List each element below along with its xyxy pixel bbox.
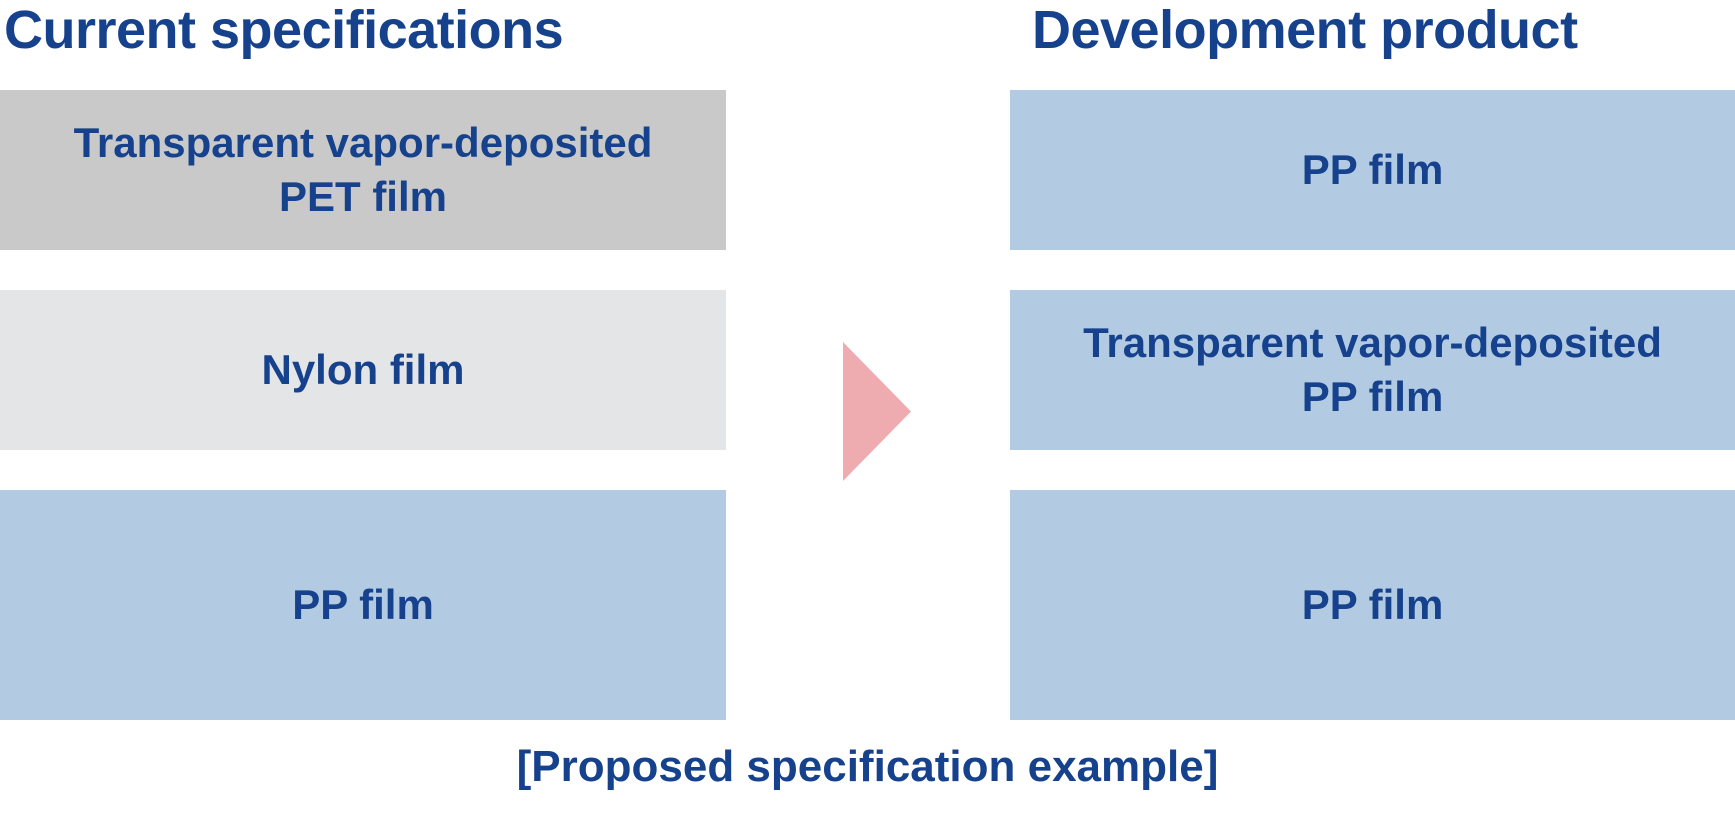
layer-label: PP film (1301, 581, 1444, 629)
layer-stack-development-product: PP film Transparent vapor-deposited PP f… (1010, 90, 1735, 720)
layer-label: Nylon film (261, 346, 465, 394)
layer-development-2-transparent-vapor-deposited-pp-film: Transparent vapor-deposited PP film (1010, 290, 1735, 450)
layer-current-1-transparent-vapor-deposited-pet-film: Transparent vapor-deposited PET film (0, 90, 726, 250)
layer-label: PP film (292, 581, 434, 629)
layer-stack-current-specifications: Transparent vapor-deposited PET film Nyl… (0, 90, 726, 720)
layer-current-2-nylon-film: Nylon film (0, 290, 726, 450)
column-header-development-product: Development product (1032, 0, 1578, 60)
layer-label: Transparent vapor-deposited PP film (1083, 319, 1662, 420)
layer-current-3-pp-film: PP film (0, 490, 726, 720)
layer-development-3-pp-film: PP film (1010, 490, 1735, 720)
right-triangle-arrow-icon (843, 342, 911, 481)
layer-development-1-pp-film: PP film (1010, 90, 1735, 250)
figure-caption: [Proposed specification example] (516, 742, 1219, 791)
layer-label: Transparent vapor-deposited PET film (73, 119, 653, 220)
layer-label: PP film (1301, 146, 1444, 194)
column-header-current-specifications: Current specifications (4, 0, 564, 60)
